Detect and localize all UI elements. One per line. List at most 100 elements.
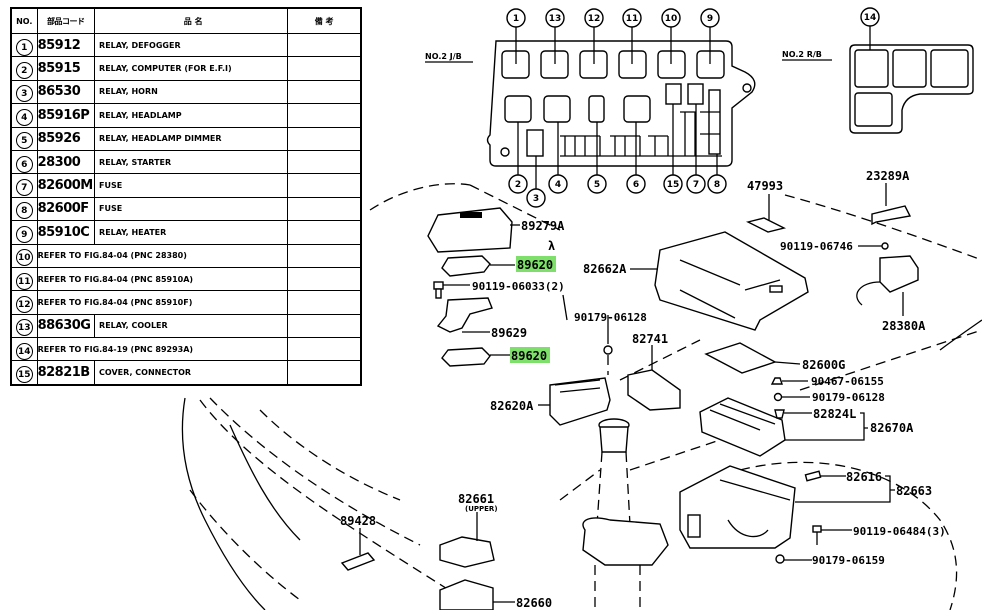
header-no: NO. xyxy=(10,7,38,34)
row-number: 12 xyxy=(10,290,38,315)
svg-text:8: 8 xyxy=(714,180,720,190)
label-90119-06746: 90119-06746 xyxy=(780,240,853,253)
callout-2: 2 xyxy=(508,174,528,194)
table-header-row: NO. 部品コード 品 名 備 考 xyxy=(10,7,362,34)
row-part-name: RELAY, HORN xyxy=(94,79,289,105)
row-part-name: FUSE xyxy=(94,196,289,222)
highlight-89620-b xyxy=(510,347,550,363)
row-remarks xyxy=(287,337,362,362)
row-remarks xyxy=(287,196,362,222)
row-part-name: COVER, CONNECTOR xyxy=(94,360,289,386)
row-number: 4 xyxy=(10,103,38,128)
row-remarks xyxy=(287,103,362,128)
row-number: 10 xyxy=(10,243,38,268)
row-remarks xyxy=(287,173,362,198)
callout-number-icon: 3 xyxy=(15,85,33,103)
part-89279A-cover xyxy=(427,207,520,253)
svg-text:3: 3 xyxy=(533,194,539,204)
svg-text:2: 2 xyxy=(515,180,521,190)
row-remarks xyxy=(287,243,362,268)
row-part-name: FUSE xyxy=(94,173,289,198)
label-90179-06128-a: 90179-06128 xyxy=(574,311,647,324)
row-number: 7 xyxy=(10,173,38,198)
label-82616: 82616 xyxy=(846,470,882,484)
row-reference: REFER TO FIG.84-04 (PNC 28380) xyxy=(36,243,289,268)
label-90179-06159: 90179-06159 xyxy=(812,554,885,567)
row-number: 2 xyxy=(10,56,38,81)
label-82824L: 82824L xyxy=(813,407,856,421)
callout-number-icon: 7 xyxy=(15,179,33,197)
row-part-name: RELAY, HEADLAMP DIMMER xyxy=(94,126,289,151)
callout-number-icon: 10 xyxy=(15,249,33,267)
row-number: 3 xyxy=(10,79,38,105)
row-number: 8 xyxy=(10,196,38,222)
part-28380A-relay xyxy=(856,242,919,316)
svg-text:15: 15 xyxy=(667,180,680,190)
row-part-code: 85926 xyxy=(36,126,96,151)
svg-text:9: 9 xyxy=(707,14,713,24)
label-90467-06155: 90467-06155 xyxy=(811,375,884,388)
part-47993-label xyxy=(745,194,787,233)
relay-block-no2: NO.2 R/B 14 xyxy=(782,7,974,134)
callout-number-icon: 8 xyxy=(15,202,33,220)
part-82661-cover-upper xyxy=(439,512,495,568)
part-labels: 89279A λ 89620 90119-06033(2) 89629 8962… xyxy=(340,169,946,610)
row-part-name: RELAY, STARTER xyxy=(94,149,289,175)
label-89620-b[interactable]: 89620 xyxy=(511,349,547,363)
row-part-code: 82600M xyxy=(36,173,96,198)
callout-number-icon: 11 xyxy=(15,272,33,290)
row-remarks xyxy=(287,126,362,151)
row-part-name: RELAY, DEFOGGER xyxy=(94,32,289,58)
label-lambda: λ xyxy=(548,239,555,253)
part-89620-sensor-a xyxy=(441,255,515,277)
label-89620-a[interactable]: 89620 xyxy=(517,258,553,272)
callout-7: 7 xyxy=(686,174,706,194)
label-82600G: 82600G xyxy=(802,358,845,372)
svg-text:10: 10 xyxy=(665,14,678,24)
row-number: 1 xyxy=(10,32,38,58)
row-part-code: 28300 xyxy=(36,149,96,175)
label-47993: 47993 xyxy=(747,179,783,193)
callout-number-icon: 12 xyxy=(15,295,33,313)
label-82662A: 82662A xyxy=(583,262,627,276)
header-part-code: 部品コード xyxy=(36,7,96,34)
label-82660: 82660 xyxy=(516,596,552,610)
callout-12: 12 xyxy=(584,8,604,28)
label-89279A: 89279A xyxy=(521,219,565,233)
row-remarks xyxy=(287,149,362,175)
row-part-name: RELAY, COMPUTER (FOR E.F.I) xyxy=(94,56,289,81)
label-82661-note: (UPPER) xyxy=(465,505,498,513)
row-number: 14 xyxy=(10,337,38,362)
row-reference: REFER TO FIG.84-04 (PNC 85910A) xyxy=(36,266,289,292)
callout-number-icon: 14 xyxy=(15,342,33,360)
callout-1: 1 xyxy=(506,8,526,28)
label-90119-06033: 90119-06033(2) xyxy=(472,280,565,293)
row-number: 15 xyxy=(10,360,38,386)
svg-text:11: 11 xyxy=(626,14,639,24)
part-89620-sensor-b xyxy=(441,347,510,367)
header-part-name: 品 名 xyxy=(94,7,289,34)
row-part-code: 82821B xyxy=(36,360,96,386)
row-number: 9 xyxy=(10,220,38,245)
label-28380A: 28380A xyxy=(882,319,926,333)
row-part-code: 85910C xyxy=(36,220,96,245)
label-82663: 82663 xyxy=(896,484,932,498)
rb-label: NO.2 R/B xyxy=(782,50,822,59)
jb-label: NO.2 J/B xyxy=(425,52,462,61)
callout-5: 5 xyxy=(587,174,607,194)
part-89629-bracket xyxy=(436,297,493,333)
row-remarks xyxy=(287,56,362,81)
row-part-name: RELAY, HEADLAMP xyxy=(94,103,289,128)
row-remarks xyxy=(287,220,362,245)
part-82663-box xyxy=(679,465,895,564)
row-number: 6 xyxy=(10,149,38,175)
part-90119-06033-bolt xyxy=(433,281,568,321)
